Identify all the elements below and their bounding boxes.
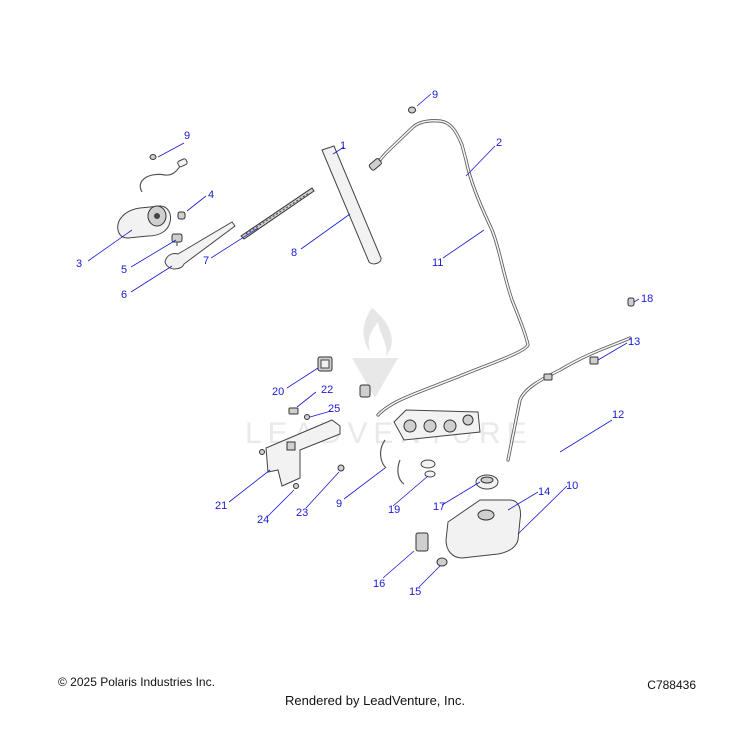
switch-part-20 (317, 356, 333, 372)
nozzle-part-18 (627, 297, 635, 307)
callout-25: 25 (328, 403, 340, 415)
drawing-id: C788436 (647, 678, 696, 692)
watermark-logo: LEADVENTURE (245, 308, 527, 450)
callout-22: 22 (321, 384, 333, 396)
nut-part-9-top (408, 106, 416, 114)
callout-24: 24 (257, 514, 269, 526)
callout-19: 19 (388, 504, 400, 516)
callout-4: 4 (208, 189, 214, 201)
callout-9-harness: 9 (336, 498, 342, 510)
nut-part-24 (293, 483, 299, 489)
callout-9-top: 9 (432, 89, 438, 101)
wire-harness (380, 409, 481, 485)
nut-part-4 (177, 211, 186, 220)
grommet-part-15 (436, 557, 448, 567)
callout-21: 21 (215, 500, 227, 512)
callout-3: 3 (76, 258, 82, 270)
callout-23: 23 (296, 507, 308, 519)
callout-15: 15 (409, 586, 421, 598)
callout-1: 1 (340, 140, 346, 152)
callout-6: 6 (121, 289, 127, 301)
rendered-by-text: Rendered by LeadVenture, Inc. (285, 693, 465, 708)
nut-part-23 (337, 464, 345, 472)
pump-part-16 (415, 532, 429, 552)
callout-16: 16 (373, 578, 385, 590)
callout-2: 2 (496, 137, 502, 149)
reservoir-cap (475, 474, 499, 490)
callout-5: 5 (121, 264, 127, 276)
nut-part-extra (259, 449, 265, 455)
bracket-part-21 (265, 419, 341, 487)
connector (359, 384, 371, 398)
copyright-text: © 2025 Polaris Industries Inc. (58, 675, 215, 689)
callout-13: 13 (628, 336, 640, 348)
callout-18: 18 (641, 293, 653, 305)
weather-strip (321, 145, 382, 265)
hose-right (506, 336, 632, 462)
shaft-part-5 (171, 233, 183, 246)
wiper-motor (117, 158, 188, 239)
callout-12: 12 (612, 409, 624, 421)
callout-11: 11 (432, 257, 443, 269)
callout-7: 7 (203, 255, 209, 267)
wiper-arm (164, 221, 236, 270)
callout-10: 10 (566, 480, 578, 492)
wiper-blade (240, 187, 315, 240)
washer-hose (368, 119, 530, 417)
reservoir-tank (445, 499, 521, 559)
nut-part-9 (149, 154, 157, 160)
leader-lines (87, 93, 640, 588)
callout-8: 8 (291, 247, 297, 259)
callout-9-motor: 9 (184, 130, 190, 142)
nut-part-25 (304, 414, 310, 420)
callout-14: 14 (538, 486, 550, 498)
callout-17: 17 (433, 501, 445, 513)
callout-20: 20 (272, 386, 284, 398)
clip-part-22 (288, 407, 299, 415)
